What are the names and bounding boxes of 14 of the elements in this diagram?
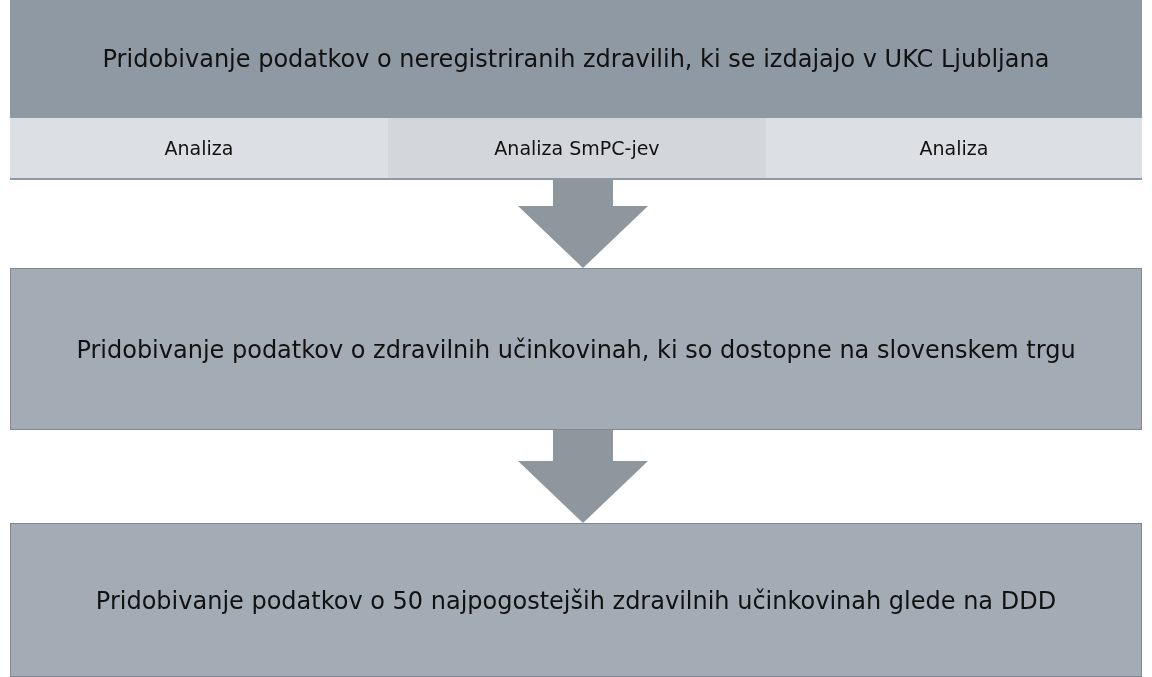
block-arrow xyxy=(518,180,648,268)
process-band xyxy=(10,523,1142,677)
process-band xyxy=(10,268,1142,430)
block-arrow xyxy=(518,430,648,523)
process-band xyxy=(10,0,1142,180)
method-cell xyxy=(10,118,388,178)
method-cell xyxy=(766,118,1142,178)
step-text: Pridobivanje podatkov o zdravilnih učinkovinah, ki so dostopne na slovenskem trgu xyxy=(76,336,1076,364)
step-text: Pridobivanje podatkov o neregistriranih zdravilih, ki se izdajajo v UKC Ljubljana xyxy=(102,45,1050,73)
method-cell xyxy=(388,118,766,178)
step-text: Analiza SmPC-jev xyxy=(494,137,660,159)
step-text: Analiza xyxy=(164,137,234,159)
step-text: Analiza xyxy=(919,137,989,159)
step-text: Pridobivanje podatkov o 50 najpogostejših zdravilnih učinkovinah glede na DDD xyxy=(95,587,1057,615)
